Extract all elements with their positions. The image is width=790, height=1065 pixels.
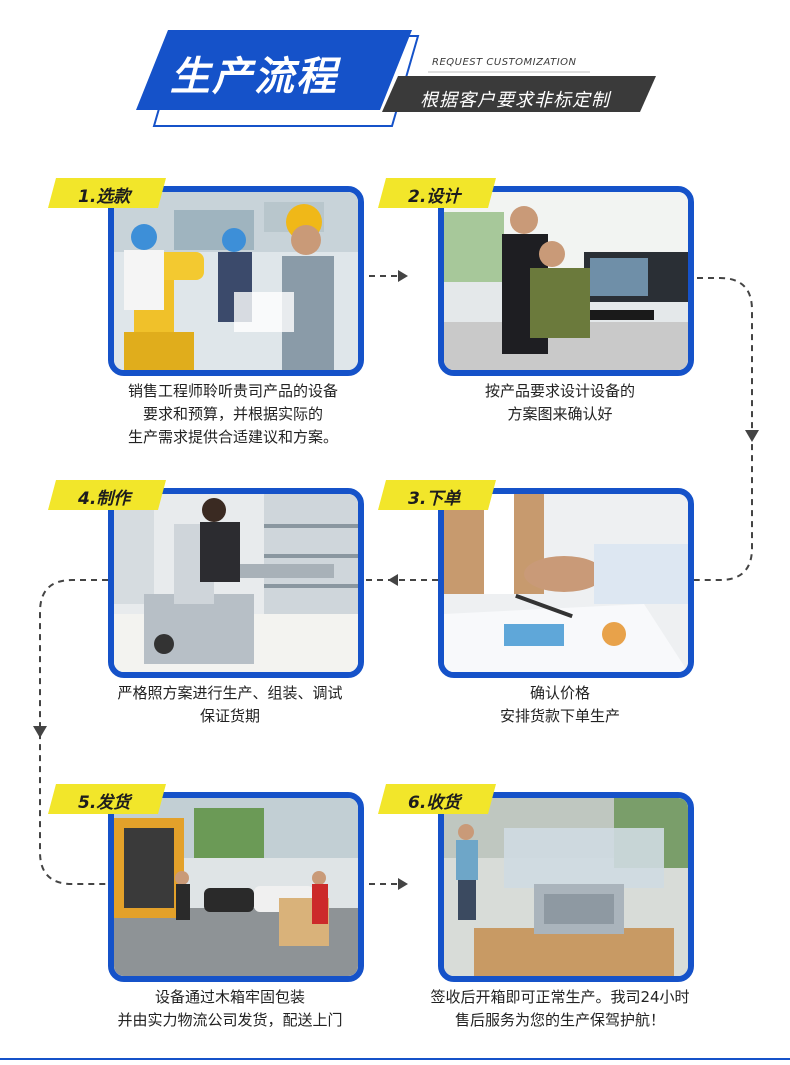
desc-line: 销售工程师聆听贵司产品的设备 — [127, 382, 338, 400]
step-3: 3.下单 — [378, 480, 698, 678]
desc-line: 生产需求提供合适建议和方案。 — [127, 428, 338, 446]
header-shapes — [136, 30, 656, 127]
step-3-tag: 3.下单 — [378, 480, 496, 510]
step-3-description: 确认价格 安排货款下单生产 — [410, 682, 710, 728]
desc-line: 确认价格 — [529, 684, 590, 702]
arrow-right-icon — [398, 878, 408, 890]
step-1-photo — [108, 186, 364, 376]
step-6-label: 6.收货 — [408, 793, 461, 813]
step-2-photo — [438, 186, 694, 376]
step-4-description: 严格照方案进行生产、组装、调试 保证货期 — [80, 682, 380, 728]
step-5: 5.发货 — [48, 784, 368, 982]
desc-line: 方案图来确认好 — [507, 405, 613, 423]
step-2-tag: 2.设计 — [378, 178, 496, 208]
step-6-tag: 6.收货 — [378, 784, 496, 814]
desc-line: 保证货期 — [199, 707, 260, 725]
step-4-label: 4.制作 — [78, 489, 131, 509]
step-5-label: 5.发货 — [78, 793, 131, 813]
desc-line: 设备通过木箱牢固包装 — [154, 988, 305, 1006]
step-5-description: 设备通过木箱牢固包装 并由实力物流公司发货，配送上门 — [80, 986, 380, 1032]
step-4: 4.制作 — [48, 480, 368, 678]
step-1-description: 销售工程师聆听贵司产品的设备 要求和预算，并根据实际的 生产需求提供合适建议和方… — [83, 380, 383, 449]
header-banner: 生产流程 REQUEST CUSTOMIZATION 根据客户要求非标定制 — [0, 0, 790, 140]
step-1-tag: 1.选款 — [48, 178, 166, 208]
desc-line: 并由实力物流公司发货，配送上门 — [117, 1011, 343, 1029]
header-subtitle-en: REQUEST CUSTOMIZATION — [432, 57, 577, 68]
step-2-label: 2.设计 — [408, 187, 461, 207]
page-title: 生产流程 — [170, 54, 338, 100]
step-1-label: 1.选款 — [78, 187, 131, 207]
step-3-label: 3.下单 — [408, 489, 461, 509]
step-5-tag: 5.发货 — [48, 784, 166, 814]
arrow-left-icon — [388, 574, 398, 586]
desc-line: 严格照方案进行生产、组装、调试 — [117, 684, 343, 702]
desc-line: 签收后开箱即可正常生产。我司24小时 — [430, 988, 690, 1006]
step-3-photo — [438, 488, 694, 678]
step-5-photo — [108, 792, 364, 982]
step-4-tag: 4.制作 — [48, 480, 166, 510]
desc-line: 按产品要求设计设备的 — [484, 382, 635, 400]
desc-line: 要求和预算，并根据实际的 — [142, 405, 323, 423]
step-6: 6.收货 — [378, 784, 698, 982]
header-subtitle-cn: 根据客户要求非标定制 — [420, 90, 610, 111]
bottom-divider — [0, 1058, 790, 1060]
step-2: 2.设计 — [378, 178, 698, 376]
arrow-down-icon — [33, 726, 47, 738]
step-6-description: 签收后开箱即可正常生产。我司24小时 售后服务为您的生产保驾护航！ — [410, 986, 710, 1032]
step-1: 1.选款 — [48, 178, 368, 376]
step-6-photo — [438, 792, 694, 982]
arrow-down-icon — [745, 430, 759, 442]
desc-line: 售后服务为您的生产保驾护航！ — [454, 1011, 665, 1029]
arrow-right-icon — [398, 270, 408, 282]
step-4-photo — [108, 488, 364, 678]
desc-line: 安排货款下单生产 — [499, 707, 620, 725]
step-2-description: 按产品要求设计设备的 方案图来确认好 — [410, 380, 710, 426]
